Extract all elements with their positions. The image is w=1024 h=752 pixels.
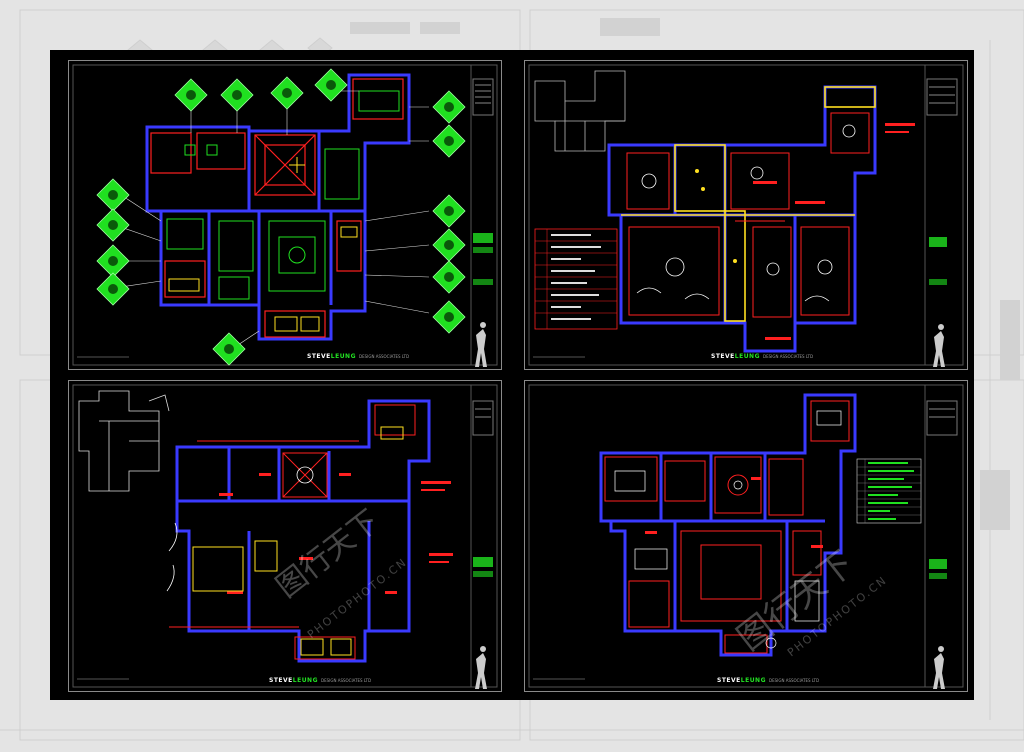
ceiling-plan-drawing [528,64,964,367]
brand-accent-text: LEUNG [292,677,319,684]
brand-suffix-text: DESIGN ASSOCIATES LTD [763,354,814,359]
brand-accent-text: LEUNG [734,353,761,360]
brand-accent-text: LEUNG [740,677,767,684]
brand-accent-text: LEUNG [330,353,357,360]
brand-main-text: STEVE [717,677,741,684]
brand-main-text: STEVE [307,353,331,360]
brand-suffix-text: DESIGN ASSOCIATES LTD [359,354,410,359]
furniture-plan-drawing [72,64,498,367]
brand-suffix-text: DESIGN ASSOCIATES LTD [769,678,820,683]
brand-main-text: STEVE [711,353,735,360]
layout-plan-drawing [528,384,964,689]
brand-main-text: STEVE [269,677,293,684]
area-plan-drawing [72,384,498,689]
brand-suffix-text: DESIGN ASSOCIATES LTD [321,678,372,683]
